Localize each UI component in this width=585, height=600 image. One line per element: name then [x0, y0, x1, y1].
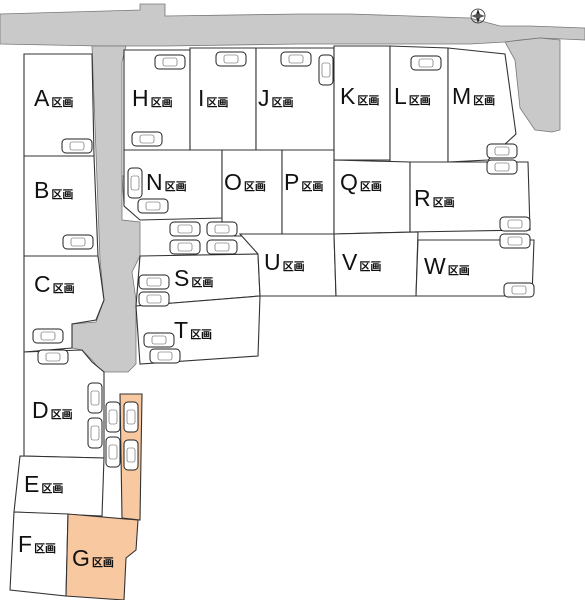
car-icon: [138, 291, 170, 307]
north-arrow-icon: [470, 8, 486, 24]
lot-e-shape: [13, 455, 105, 517]
car-icon: [87, 417, 103, 449]
car-icon: [61, 138, 93, 154]
top-road: [0, 3, 585, 47]
car-icon: [62, 234, 94, 250]
car-icon: [486, 159, 518, 175]
car-icon: [169, 221, 201, 237]
car-icon: [131, 131, 163, 147]
roads: [0, 3, 585, 373]
car-icon: [280, 51, 312, 67]
car-icon: [169, 239, 201, 255]
car-icon: [410, 55, 442, 71]
east-road: [504, 37, 561, 133]
car-icon: [503, 282, 535, 298]
main-road: [71, 45, 141, 373]
car-icon: [499, 233, 531, 249]
car-icon: [37, 349, 69, 365]
car-icon: [318, 54, 334, 86]
car-icon: [499, 216, 531, 232]
car-icon: [105, 401, 121, 433]
car-icon: [123, 439, 139, 471]
car-icon: [123, 401, 139, 433]
car-icon: [127, 167, 143, 199]
car-icon: [215, 51, 247, 67]
car-icon: [105, 436, 121, 468]
car-icon: [137, 198, 169, 214]
car-icon: [486, 143, 518, 159]
car-icon: [32, 328, 64, 344]
lot-u-shape: [238, 233, 337, 297]
car-icon: [143, 332, 175, 348]
car-icon: [138, 274, 170, 290]
car-icon: [206, 221, 238, 237]
car-icon: [87, 382, 103, 414]
parking-spaces: [32, 51, 535, 471]
car-icon: [149, 348, 181, 364]
car-icon: [206, 239, 238, 255]
car-icon: [154, 54, 186, 70]
